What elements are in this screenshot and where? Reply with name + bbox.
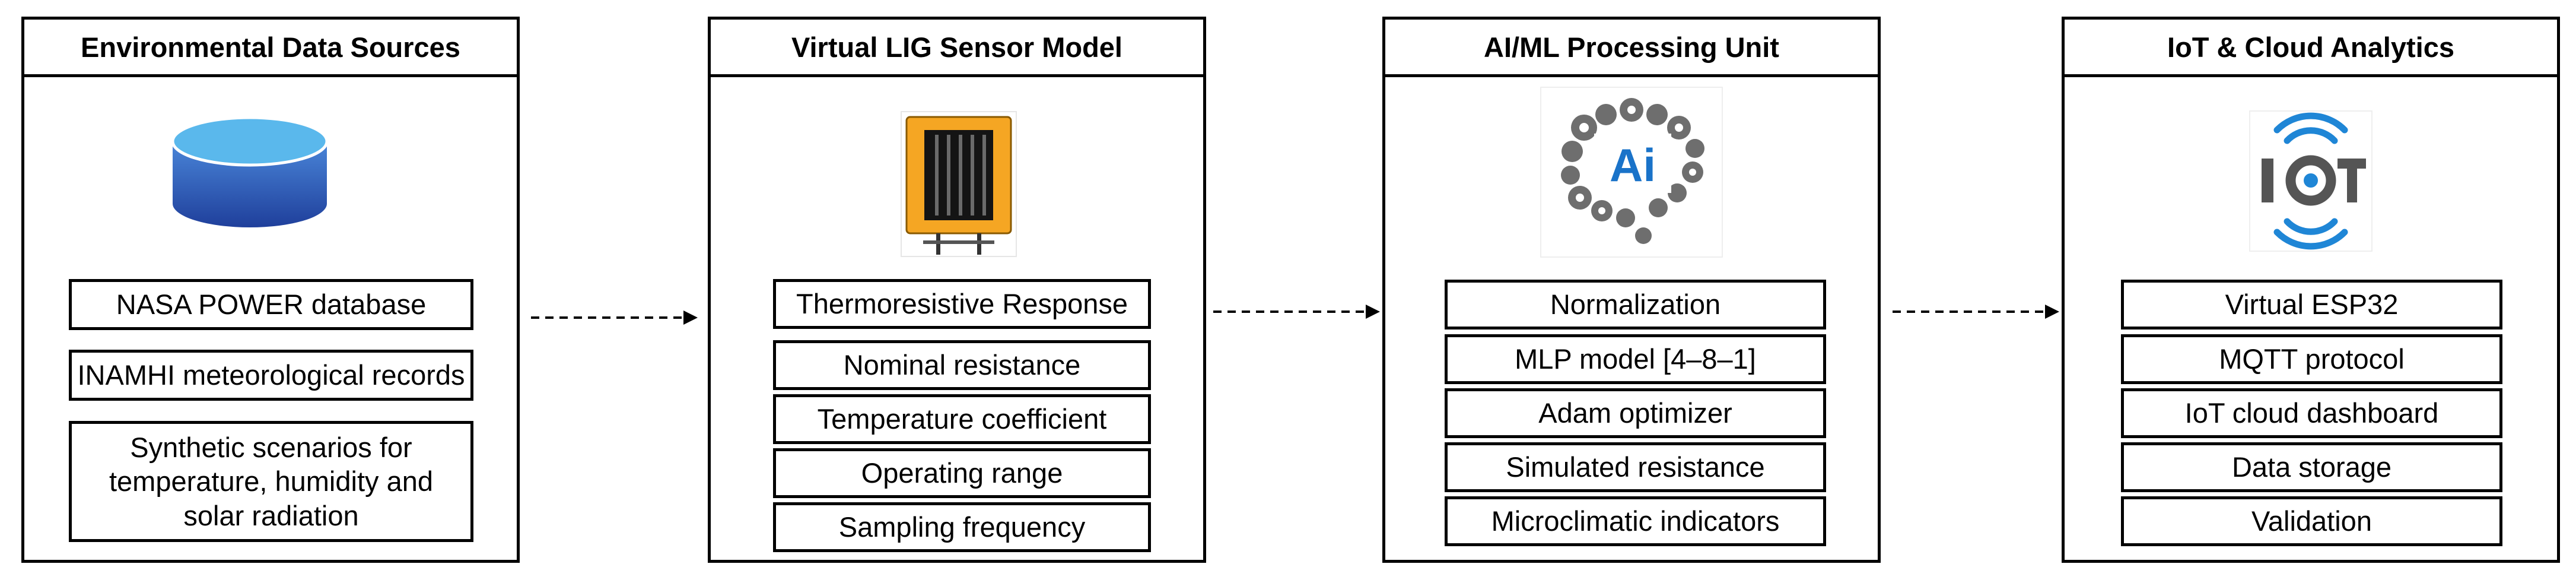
list-item: MLP model [4–8–1]: [1445, 334, 1826, 384]
panel-iot-cloud-analytics: IoT & Cloud Analytics IOT Virtual ESP32 …: [2062, 17, 2560, 563]
list-item: Virtual ESP32: [2121, 280, 2502, 329]
flow-arrow: [1213, 305, 1380, 319]
list-item: Simulated resistance: [1445, 442, 1826, 492]
list-item: Validation: [2121, 496, 2502, 546]
list-item: Synthetic scenarios for temperature, hum…: [69, 421, 473, 542]
iot-icon: IOT: [2249, 110, 2373, 252]
list-item: Sampling frequency: [773, 502, 1151, 552]
iot-label: IOT: [2310, 249, 2311, 251]
list-item: Thermoresistive Response: [773, 279, 1151, 329]
panel-title: Virtual LIG Sensor Model: [711, 20, 1203, 77]
list-item: MQTT protocol: [2121, 334, 2502, 384]
flow-arrow: [531, 310, 698, 325]
flow-arrow: [1893, 305, 2059, 319]
panel-title: Environmental Data Sources: [24, 20, 517, 77]
list-item: INAMHI meteorological records: [69, 350, 473, 401]
panel-title: IoT & Cloud Analytics: [2065, 20, 2557, 77]
ai-brain-icon: Ai: [1540, 87, 1723, 258]
list-item: Adam optimizer: [1445, 388, 1826, 438]
list-item: Normalization: [1445, 280, 1826, 329]
panel-environmental-data-sources: Environmental Data Sources NASA POWER da…: [21, 17, 520, 563]
list-item: Nominal resistance: [773, 340, 1151, 390]
list-item: IoT cloud dashboard: [2121, 388, 2502, 438]
list-item: Operating range: [773, 448, 1151, 498]
sensor-icon: [901, 111, 1017, 257]
list-item: NASA POWER database: [69, 279, 473, 330]
database-icon: [171, 116, 329, 227]
ai-label: Ai: [1610, 139, 1656, 191]
panel-title: AI/ML Processing Unit: [1385, 20, 1878, 77]
panel-ai-ml-processing-unit: AI/ML Processing Unit Ai Normalization M…: [1382, 17, 1881, 563]
list-item: Microclimatic indicators: [1445, 496, 1826, 546]
list-item: Temperature coefficient: [773, 394, 1151, 444]
list-item: Data storage: [2121, 442, 2502, 492]
panel-virtual-lig-sensor-model: Virtual LIG Sensor Model Thermoresistive…: [708, 17, 1206, 563]
